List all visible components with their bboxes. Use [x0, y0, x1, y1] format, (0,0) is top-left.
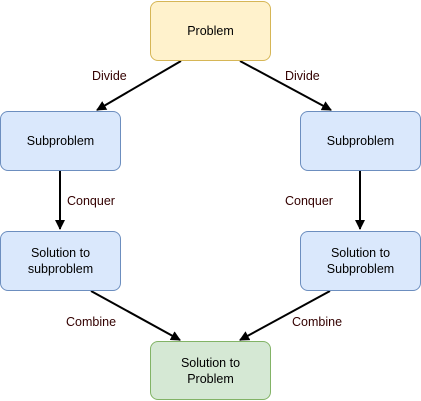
edge-label-conquer-right: Conquer: [284, 194, 334, 208]
edge-label-divide-left: Divide: [91, 69, 128, 83]
arrow-problem-to-subproblem-left: [96, 60, 182, 111]
problem-node-label: Problem: [187, 24, 234, 38]
solution-right-node: Solution to Subproblem: [300, 231, 421, 291]
problem-node: Problem: [150, 1, 271, 61]
subproblem-right-label: Subproblem: [326, 134, 395, 148]
edge-label-divide-right: Divide: [284, 69, 321, 83]
edge-label-conquer-left: Conquer: [66, 194, 116, 208]
solution-left-node: Solution to subproblem: [0, 231, 121, 291]
subproblem-left-node: Subproblem: [0, 111, 121, 171]
subproblem-left-label: Subproblem: [26, 134, 95, 148]
final-solution-label: Solution to Problem: [180, 355, 241, 386]
solution-right-label: Solution to Subproblem: [326, 246, 395, 276]
final-solution-node: Solution to Problem: [150, 341, 271, 400]
edge-label-combine-left: Combine: [65, 315, 118, 329]
solution-left-label: Solution to subproblem: [27, 246, 94, 276]
arrow-solution-right-to-final: [239, 290, 331, 341]
arrow-solution-left-to-final: [90, 290, 181, 341]
arrow-problem-to-subproblem-right: [239, 60, 332, 111]
edge-label-combine-right: Combine: [291, 315, 344, 329]
subproblem-right-node: Subproblem: [300, 111, 421, 171]
